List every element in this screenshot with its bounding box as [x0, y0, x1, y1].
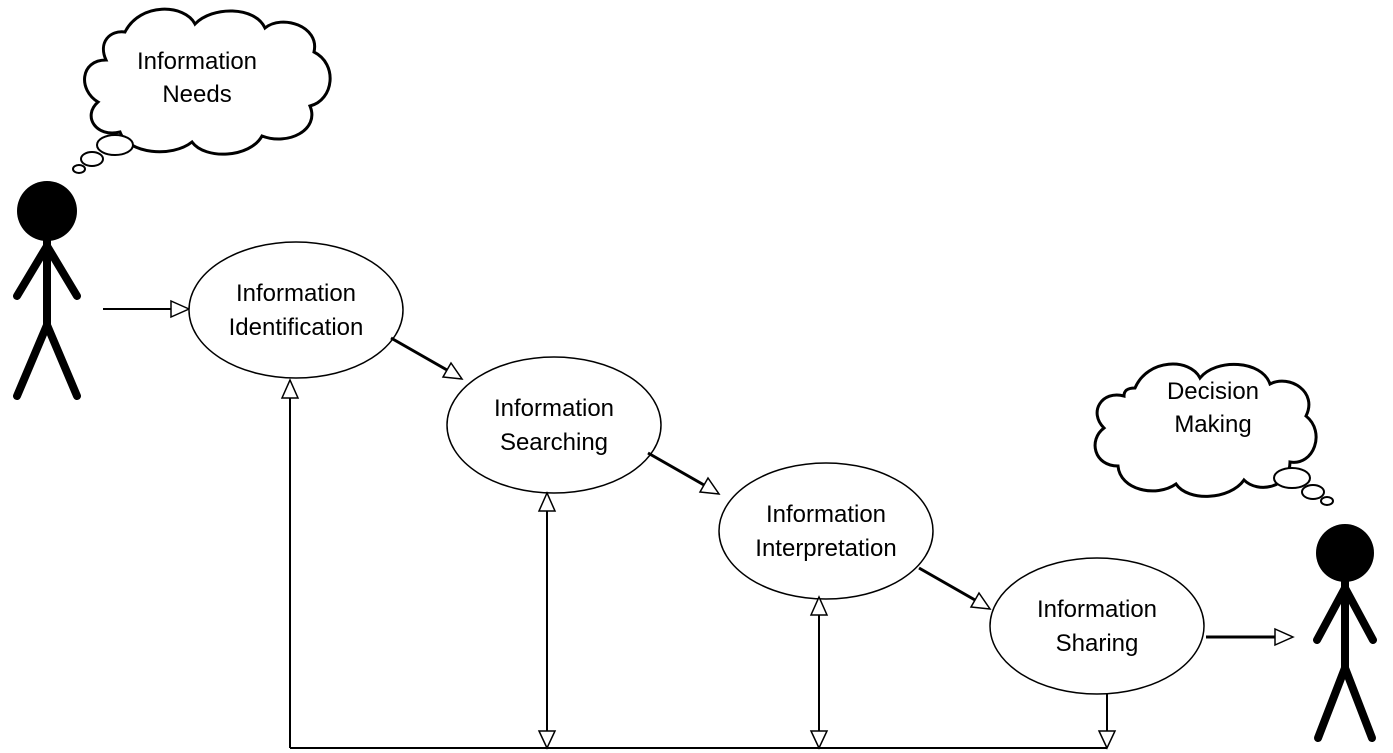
arrowhead	[698, 476, 721, 495]
seeker-right-arm	[43, 242, 81, 300]
identification-label-line1: Information	[236, 280, 356, 307]
arrowhead	[809, 595, 829, 616]
arrowhead	[1274, 627, 1295, 647]
interpretation-label-line2: Interpretation	[755, 535, 896, 562]
step-interpretation: Information Interpretation	[718, 462, 934, 600]
arrowhead	[809, 730, 829, 750]
decision-maker-head	[1316, 524, 1374, 582]
decision-bubble-large	[1273, 467, 1311, 489]
decision-maker-figure	[1313, 524, 1377, 742]
needs-bubble-medium	[80, 151, 104, 167]
arrowhead	[441, 361, 464, 380]
arrow-identification-to-searching	[390, 336, 464, 380]
needs-bubble-small	[72, 164, 86, 174]
sharing-ellipse	[989, 557, 1205, 695]
arrow-searching-to-interpretation	[647, 451, 721, 495]
decision-cloud-shape	[1093, 362, 1318, 498]
seeker-head	[17, 181, 77, 241]
decision-maker-left-arm	[1313, 584, 1349, 644]
decision-maker-right-leg	[1341, 664, 1376, 742]
arrowhead	[537, 491, 557, 512]
interpretation-label-line1: Information	[766, 501, 886, 528]
needs-bubble-large	[96, 134, 134, 156]
needs-cloud-shape	[83, 7, 332, 156]
needs-label-line2: Needs	[162, 81, 231, 108]
step-searching: Information Searching	[446, 356, 662, 494]
seeker-left-leg	[13, 321, 51, 400]
decision-maker-left-leg	[1314, 664, 1349, 742]
decision-maker-right-arm	[1341, 584, 1377, 644]
needs-label-line1: Information	[137, 48, 257, 75]
identification-label-line2: Identification	[229, 314, 364, 341]
decision-label-line2: Making	[1174, 411, 1251, 438]
decision-label-line1: Decision	[1167, 378, 1259, 405]
searching-label-line1: Information	[494, 395, 614, 422]
arrow-sharing-to-decision-maker	[1206, 627, 1295, 647]
seeker-figure	[13, 181, 81, 400]
step-identification: Information Identification	[188, 241, 404, 379]
arrowhead	[537, 730, 557, 750]
seeker-left-arm	[13, 242, 51, 300]
feedback-loop	[280, 378, 1117, 750]
sharing-label-line1: Information	[1037, 596, 1157, 623]
arrowhead	[170, 299, 191, 319]
decision-bubble-small	[1320, 496, 1334, 506]
arrowhead	[1097, 730, 1117, 750]
decision-thought-cloud: Decision Making	[1093, 362, 1334, 506]
searching-ellipse	[446, 356, 662, 494]
identification-ellipse	[188, 241, 404, 379]
arrow-interpretation-to-sharing	[918, 566, 992, 610]
step-sharing: Information Sharing	[989, 557, 1205, 695]
decision-bubble-medium	[1301, 484, 1325, 500]
arrowhead	[280, 378, 300, 399]
arrow-seeker-to-identification	[103, 299, 191, 319]
searching-label-line2: Searching	[500, 429, 608, 456]
interpretation-ellipse	[718, 462, 934, 600]
sharing-label-line2: Sharing	[1056, 630, 1139, 657]
seeker-right-leg	[43, 321, 81, 400]
needs-thought-cloud: Information Needs	[72, 7, 332, 174]
arrowhead	[969, 591, 992, 610]
